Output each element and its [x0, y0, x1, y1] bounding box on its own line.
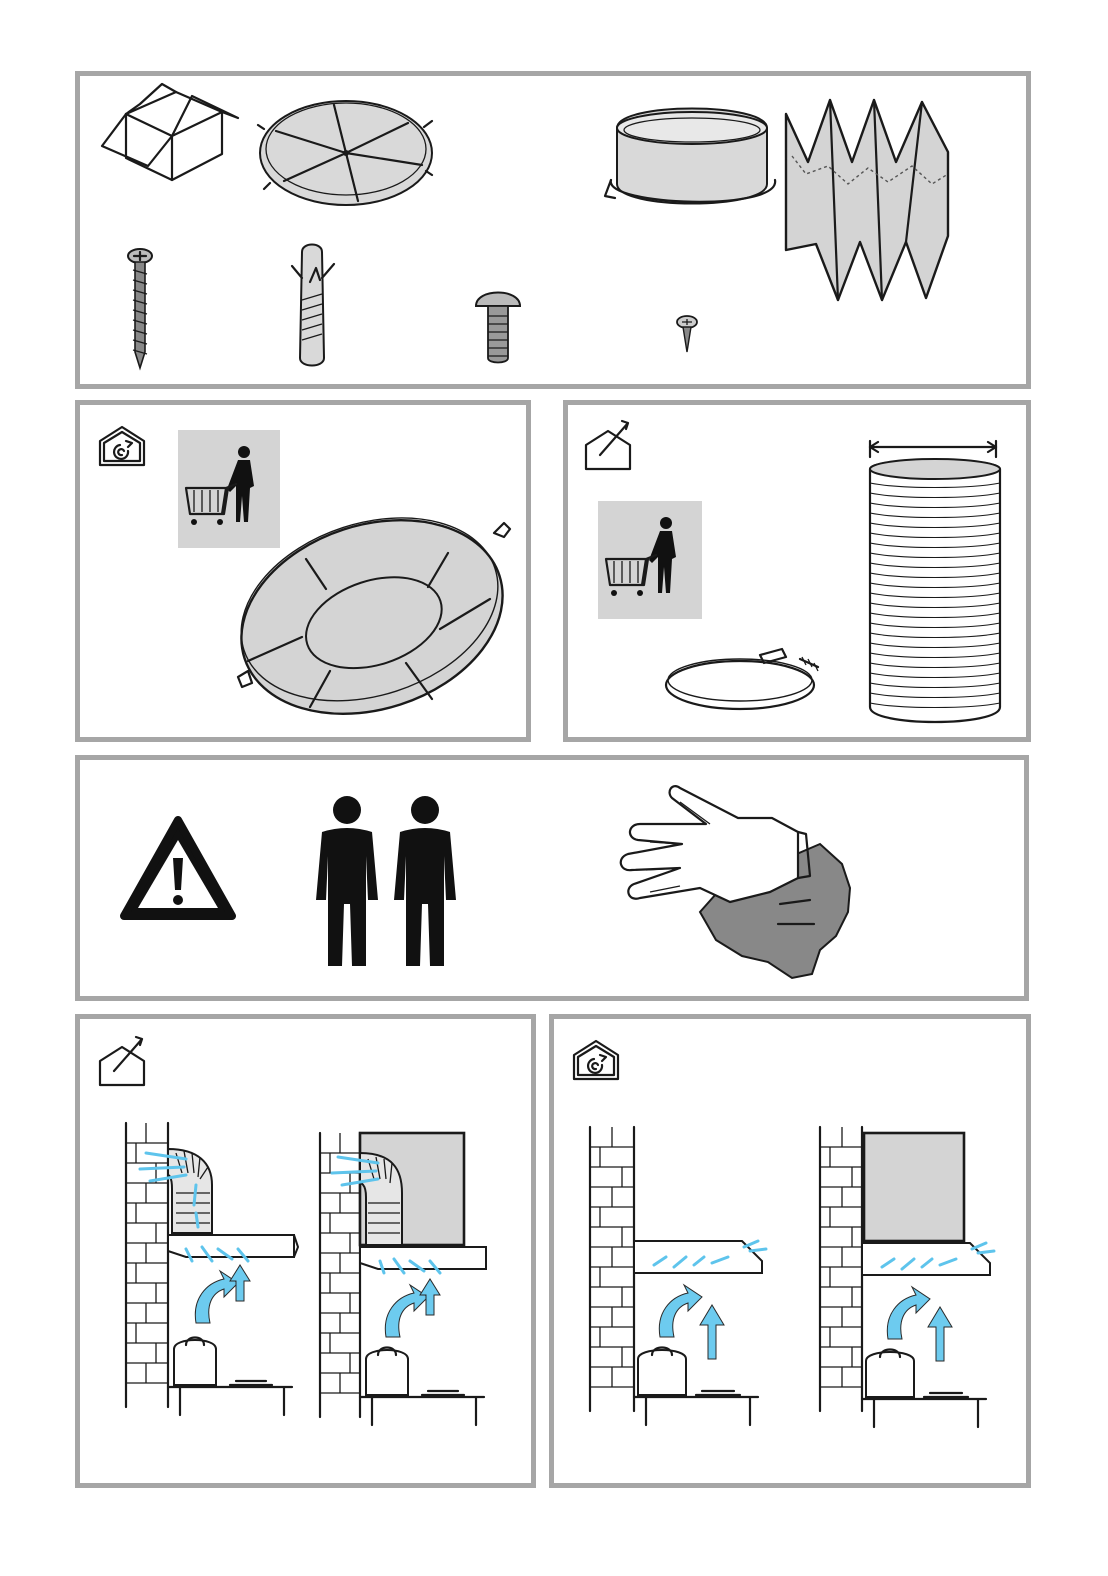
parts-panel [75, 71, 1031, 389]
extraction-kit-illustration [568, 405, 1036, 747]
shopping-cart-person-icon [178, 430, 280, 548]
hood-extraction-diagram [126, 1123, 298, 1415]
extraction-mode-panel [75, 1014, 536, 1488]
safety-panel [75, 755, 1029, 1001]
extraction-house-icon [586, 421, 630, 469]
recirculation-mode-illustration [554, 1019, 1036, 1493]
parts-illustration [80, 76, 1036, 394]
extraction-mode-illustration [80, 1019, 541, 1493]
extraction-house-icon [100, 1037, 144, 1085]
recirculation-house-icon [100, 427, 144, 465]
extraction-kit-panel [563, 400, 1031, 742]
recirculation-house-icon [574, 1041, 618, 1079]
small-screw-icon [677, 316, 697, 352]
recirculation-mode-panel [549, 1014, 1031, 1488]
filter-frame-icon [258, 101, 432, 205]
two-persons-icon [316, 796, 456, 966]
wood-screw-icon [128, 249, 152, 368]
wall-plug-icon [292, 245, 334, 366]
gloves-icon [621, 786, 850, 978]
grease-filter-icon [786, 100, 948, 300]
recirculation-kit-panel [75, 400, 531, 742]
hood-recirculation-diagram [590, 1127, 766, 1425]
bolt-icon [476, 293, 520, 363]
box-icon [102, 84, 238, 180]
shopping-cart-person-icon [598, 501, 702, 619]
hose-clamp-icon [666, 649, 818, 709]
hood-extraction-cabinet-diagram [320, 1133, 486, 1425]
hood-recirculation-cabinet-diagram [820, 1127, 994, 1427]
flexible-duct-icon [870, 441, 1000, 722]
safety-illustration [80, 760, 1034, 1006]
recirculation-kit-illustration [80, 405, 536, 747]
duct-adapter-icon [605, 109, 775, 204]
warning-triangle-icon [124, 820, 232, 916]
